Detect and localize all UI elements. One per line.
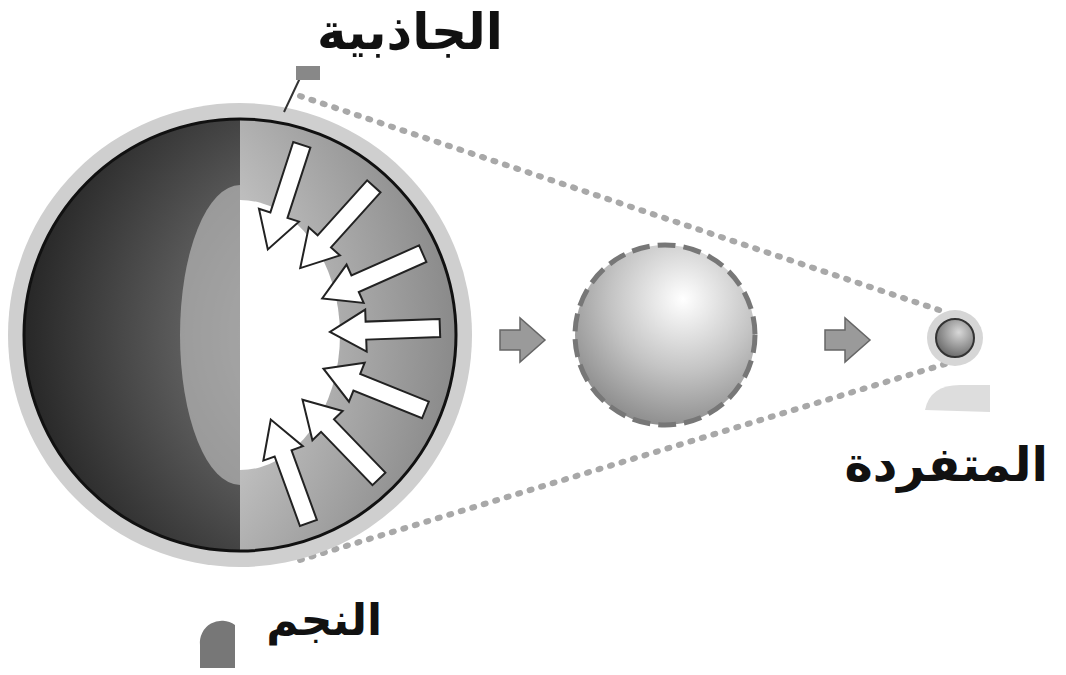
star-label: النجم [266,594,382,647]
singularity-label: المتفردة [844,436,1048,494]
gravity-label: الجاذبية [317,2,503,62]
